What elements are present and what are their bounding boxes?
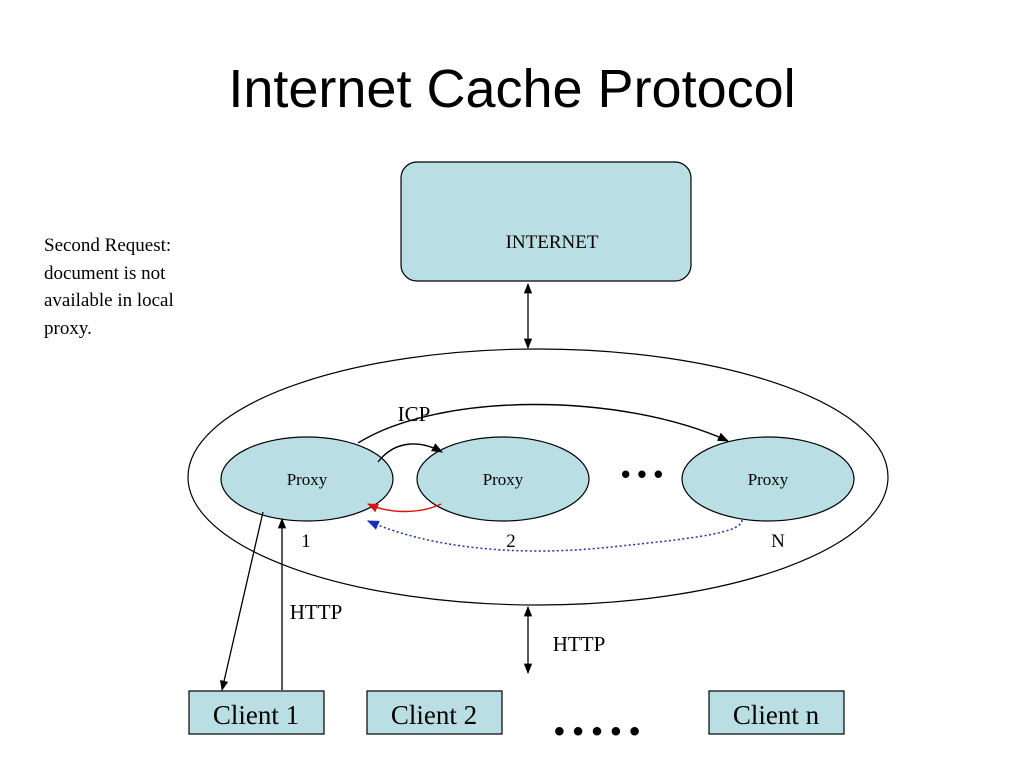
proxy-2-label: Proxy — [483, 470, 524, 489]
proxy-1-node — [220, 436, 394, 522]
client-ellipsis: • • • • • — [554, 715, 640, 748]
note-line: available in local — [44, 290, 174, 311]
proxy-1-number: 1 — [301, 531, 311, 552]
client-1-label: Client 1 — [213, 700, 299, 730]
http-label-group: HTTP — [553, 632, 606, 656]
client-n-box — [708, 690, 845, 735]
proxy-2-node — [416, 436, 590, 522]
icp-reply-arrow-red — [366, 503, 442, 513]
icp-arrow-proxy1-to-proxyn — [357, 403, 730, 444]
slide-title: Internet Cache Protocol — [228, 59, 796, 119]
client-2-box — [366, 690, 503, 735]
icp-reply-arrow-dotted — [366, 519, 743, 552]
proxy-1-label: Proxy — [287, 470, 328, 489]
client-n-label: Client n — [733, 700, 820, 730]
icp-label: ICP — [398, 402, 431, 426]
proxy-n-node — [681, 436, 855, 522]
http-label-client: HTTP — [290, 600, 343, 624]
client-2-label: Client 2 — [391, 700, 477, 730]
proxy-n-number: N — [771, 531, 785, 552]
proxy-group-ellipse — [187, 348, 889, 606]
proxy-n-label: Proxy — [748, 470, 789, 489]
internet-label: INTERNET — [506, 232, 599, 253]
note-line: document is not — [44, 262, 166, 284]
note-text: Second Request: document is not availabl… — [44, 232, 234, 342]
proxy-ellipsis: • • • — [621, 459, 663, 489]
icp-arrow-proxy1-to-proxy2 — [377, 443, 443, 463]
note-line: Second Request: — [44, 235, 172, 256]
note-line: proxy. — [44, 317, 92, 339]
client-1-box — [188, 690, 325, 735]
internet-box — [400, 161, 692, 282]
http-arrow-proxy1-to-client1 — [220, 511, 264, 692]
proxy-2-number: 2 — [506, 531, 516, 552]
